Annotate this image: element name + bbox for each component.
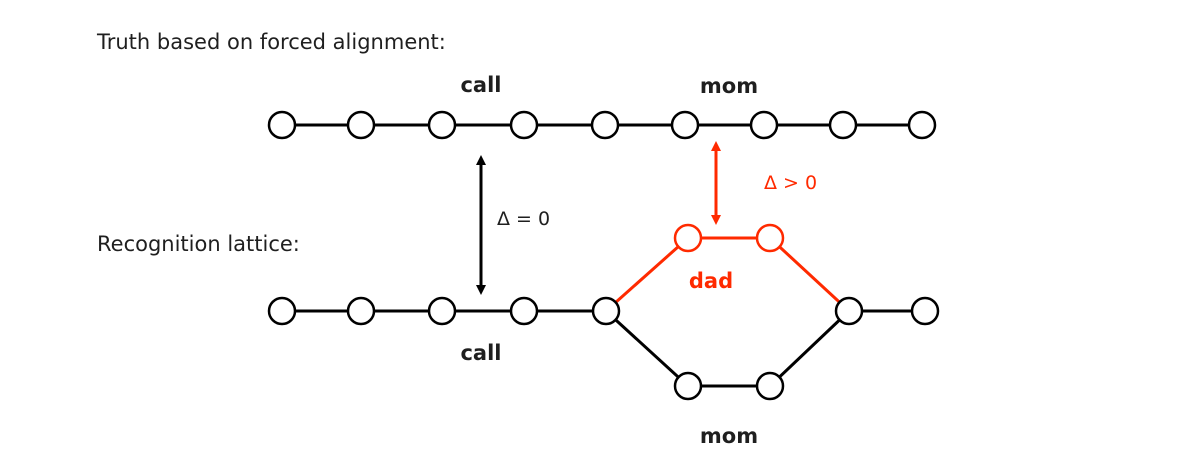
- truth-nodes: [267, 110, 937, 140]
- dad-nodes: [673, 223, 785, 253]
- lattice-node: [755, 371, 785, 401]
- lattice-word-dad: dad: [689, 269, 733, 293]
- dad-edge: [768, 236, 851, 313]
- lattice-node: [427, 296, 457, 326]
- lattice-node: [591, 296, 621, 326]
- truth-title: Truth based on forced alignment:: [97, 30, 446, 54]
- dad-node: [673, 223, 703, 253]
- dad-node: [755, 223, 785, 253]
- truth-word-mom: mom: [700, 74, 758, 98]
- truth-node: [590, 110, 620, 140]
- lattice-nodes: [267, 296, 940, 401]
- lattice-node: [509, 296, 539, 326]
- truth-node: [427, 110, 457, 140]
- lattice-node: [673, 371, 703, 401]
- truth-node: [670, 110, 700, 140]
- truth-word-call: call: [460, 73, 501, 97]
- truth-node: [907, 110, 937, 140]
- lattice-node: [346, 296, 376, 326]
- truth-node: [828, 110, 858, 140]
- lattice-node: [834, 296, 864, 326]
- lattice-edge: [604, 309, 690, 388]
- lattice-title: Recognition lattice:: [97, 232, 300, 256]
- dad-edge: [605, 236, 689, 313]
- truth-node: [749, 110, 779, 140]
- delta-positive-label: Δ > 0: [764, 172, 817, 194]
- lattice-node: [910, 296, 940, 326]
- lattice-node: [267, 296, 297, 326]
- lattice-word-call: call: [460, 341, 501, 365]
- truth-node: [346, 110, 376, 140]
- delta-zero-label: Δ = 0: [497, 208, 550, 230]
- truth-node: [267, 110, 297, 140]
- lattice-edge: [768, 309, 851, 388]
- lattice-word-mom: mom: [700, 424, 758, 448]
- truth-node: [509, 110, 539, 140]
